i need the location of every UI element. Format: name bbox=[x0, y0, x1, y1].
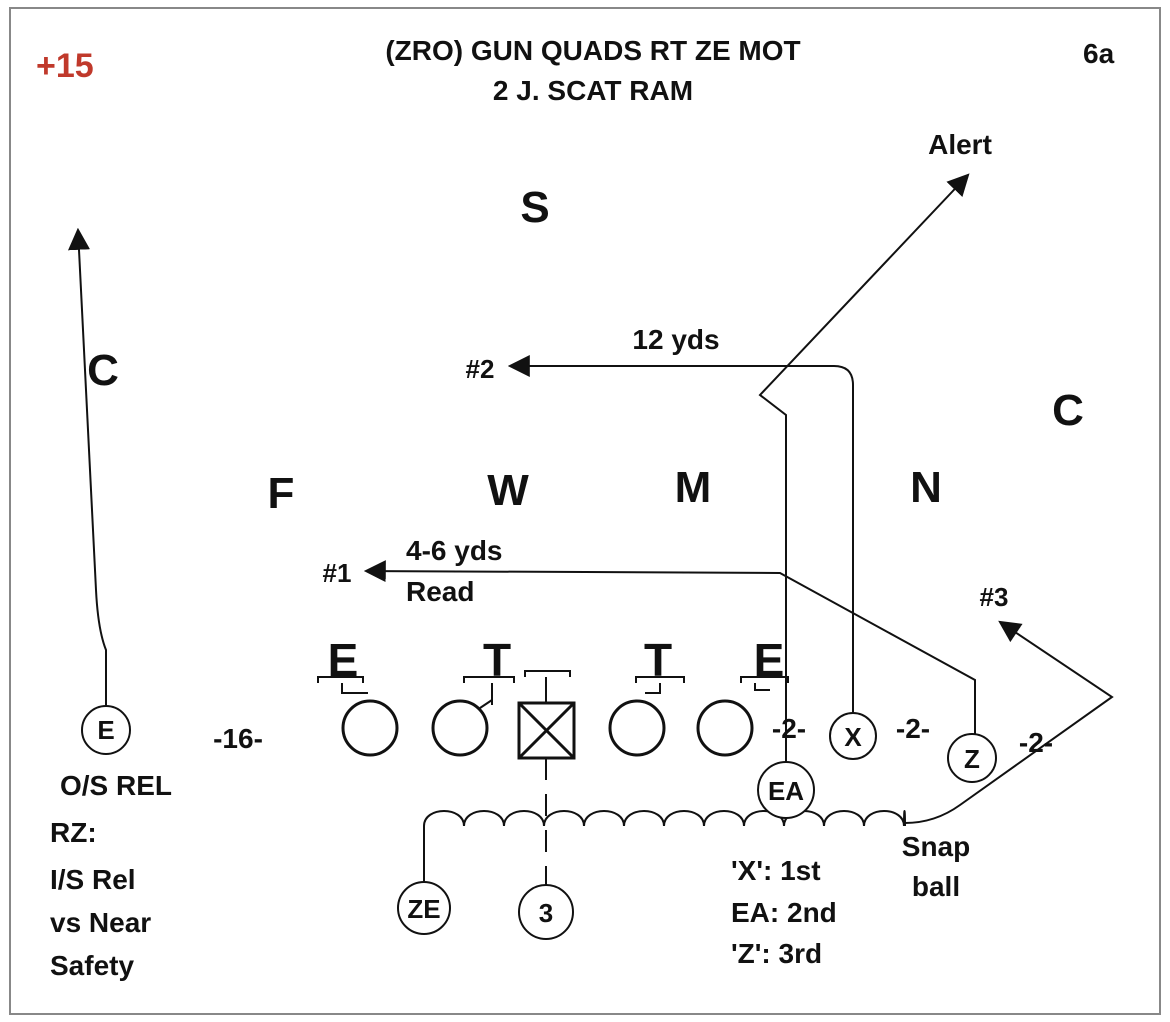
note-progression-2: EA: 2nd bbox=[731, 897, 837, 928]
lineman-right-guard bbox=[608, 699, 666, 757]
defender-free: F bbox=[268, 469, 295, 518]
note-snap-1: Snap bbox=[902, 831, 970, 862]
player-ze: ZE bbox=[407, 894, 440, 924]
route-split-end bbox=[68, 227, 107, 706]
motion-coil bbox=[423, 810, 906, 882]
route-ea bbox=[758, 173, 970, 768]
split-right-2: -2- bbox=[896, 713, 930, 744]
defender-corner-right: C bbox=[1052, 386, 1084, 435]
note-os-rel: O/S REL bbox=[60, 770, 172, 801]
note-progression-1: 'X': 1st bbox=[731, 855, 821, 886]
note-rz-3: vs Near bbox=[50, 907, 151, 938]
skill-players bbox=[81, 705, 997, 940]
page-frame bbox=[9, 7, 1161, 1015]
player-ea-circle bbox=[757, 761, 815, 819]
split-right-1: -2- bbox=[772, 713, 806, 744]
defender-mike: M bbox=[675, 463, 712, 512]
player-back: 3 bbox=[539, 898, 553, 928]
center-box bbox=[517, 701, 576, 760]
player-x-circle bbox=[829, 712, 877, 760]
lineman-left-guard bbox=[431, 699, 489, 757]
play-title-line-2: 2 J. SCAT RAM bbox=[493, 75, 693, 106]
split-left: -16- bbox=[213, 723, 263, 754]
player-ea: EA bbox=[768, 776, 804, 806]
yardline-label: +15 bbox=[36, 47, 94, 85]
defender-tackle-left: T bbox=[483, 634, 511, 686]
label-12-yds: 12 yds bbox=[632, 324, 719, 355]
player-back-circle bbox=[518, 884, 574, 940]
label-target-1: #1 bbox=[323, 558, 352, 588]
note-rz-4: Safety bbox=[50, 950, 134, 981]
play-number: 6a bbox=[1083, 38, 1115, 69]
alignment-brackets bbox=[317, 670, 789, 705]
defender-will: W bbox=[487, 466, 529, 515]
player-split-end: E bbox=[97, 715, 114, 745]
defender-nickel: N bbox=[910, 463, 942, 512]
play-title-line-1: (ZRO) GUN QUADS RT ZE MOT bbox=[385, 35, 800, 66]
note-rz-1: RZ: bbox=[50, 817, 97, 848]
offensive-line bbox=[341, 699, 754, 757]
label-target-2: #2 bbox=[466, 354, 495, 384]
defender-corner-left: C bbox=[87, 346, 119, 395]
defender-tackle-right: T bbox=[644, 634, 672, 686]
note-rz-2: I/S Rel bbox=[50, 864, 136, 895]
player-x: X bbox=[844, 722, 862, 752]
label-alert: Alert bbox=[928, 129, 992, 160]
note-snap-2: ball bbox=[912, 871, 960, 902]
route-z bbox=[363, 560, 976, 735]
note-progression-3: 'Z': 3rd bbox=[731, 938, 822, 969]
defender-end-left: E bbox=[328, 634, 359, 686]
routes bbox=[68, 173, 1114, 824]
lineman-left-tackle bbox=[341, 699, 399, 757]
label-target-3: #3 bbox=[980, 582, 1009, 612]
route-motion-3 bbox=[904, 620, 1114, 824]
player-z-circle bbox=[947, 733, 997, 783]
left-guard-block bbox=[479, 699, 493, 709]
label-4-6-yds: 4-6 yds bbox=[406, 535, 503, 566]
route-x bbox=[507, 355, 854, 714]
defender-safety: S bbox=[520, 183, 549, 232]
defender-end-right: E bbox=[754, 634, 785, 686]
player-ze-circle bbox=[397, 881, 451, 935]
split-right-3: -2- bbox=[1019, 727, 1053, 758]
lineman-right-tackle bbox=[696, 699, 754, 757]
label-read: Read bbox=[406, 576, 474, 607]
player-split-end-circle bbox=[81, 705, 131, 755]
player-z: Z bbox=[964, 744, 980, 774]
